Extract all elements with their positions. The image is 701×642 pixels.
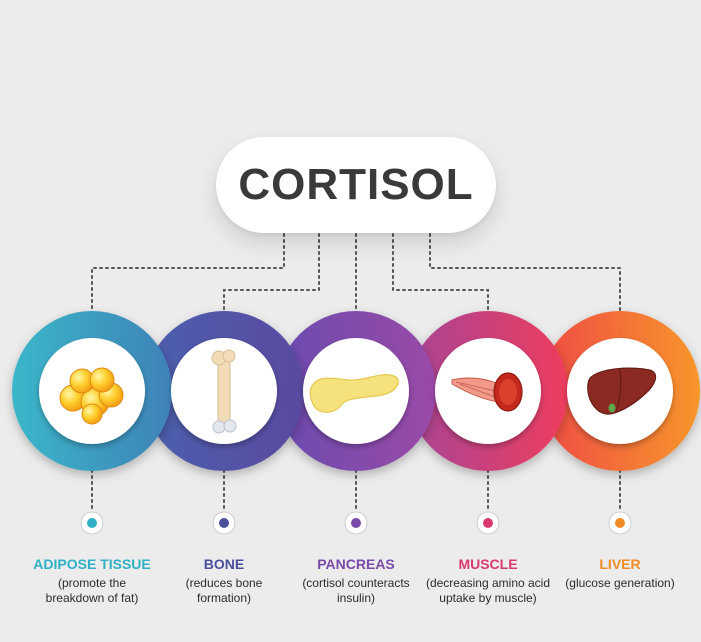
bullet-liver: [608, 511, 632, 535]
organ-desc-line: (cortisol counteracts: [302, 576, 410, 590]
bullets: [80, 511, 632, 535]
organ-desc-line: (promote the: [57, 576, 127, 590]
liver-icon: [587, 367, 657, 415]
bullet-pancreas: [344, 511, 368, 535]
label-liver: LIVER (glucose generation): [554, 555, 686, 591]
bullet-adipose: [80, 511, 104, 535]
organ-desc-line: (decreasing amino acid: [425, 576, 551, 590]
organ-name: LIVER: [599, 556, 641, 572]
organ-name: BONE: [203, 556, 245, 572]
bone-icon: [211, 349, 237, 434]
muscle-icon: [451, 372, 523, 412]
organ-desc: (promote the breakdown of fat): [26, 576, 158, 606]
organ-desc: (glucose generation): [554, 576, 686, 591]
organ-name: PANCREAS: [317, 556, 395, 572]
organ-name: MUSCLE: [458, 556, 518, 572]
pancreas-icon: [309, 374, 399, 413]
label-adipose: ADIPOSE TISSUE (promote the breakdown of…: [26, 555, 158, 606]
title-pill: CORTISOL: [216, 137, 496, 233]
organ-desc-line: uptake by muscle): [439, 591, 537, 605]
connector-muscle: [392, 233, 489, 317]
organ-name: ADIPOSE TISSUE: [33, 556, 151, 572]
label-muscle: MUSCLE (decreasing amino acid uptake by …: [420, 555, 556, 606]
organ-desc-line: breakdown of fat): [45, 591, 139, 605]
label-bone: BONE (reduces bone formation): [158, 555, 290, 606]
connector-bone: [223, 233, 320, 317]
bullet-connectors: [91, 469, 621, 511]
label-pancreas: PANCREAS (cortisol counteracts insulin): [290, 555, 422, 606]
organ-desc-line: formation): [196, 591, 252, 605]
page-title: CORTISOL: [238, 160, 474, 209]
organ-desc: (reduces bone formation): [158, 576, 290, 606]
bullet-bone: [212, 511, 236, 535]
connector-adipose: [91, 233, 285, 315]
organ-desc: (cortisol counteracts insulin): [290, 576, 422, 606]
organ-desc-line: (reduces bone: [185, 576, 263, 590]
bullet-muscle: [476, 511, 500, 535]
organ-desc: (decreasing amino acid uptake by muscle): [420, 576, 556, 606]
organ-desc-line: insulin): [336, 591, 375, 605]
connectors: [91, 233, 621, 317]
fat-cells-icon: [59, 367, 124, 425]
connector-liver: [429, 233, 621, 315]
organ-desc-line: (glucose generation): [565, 576, 675, 590]
